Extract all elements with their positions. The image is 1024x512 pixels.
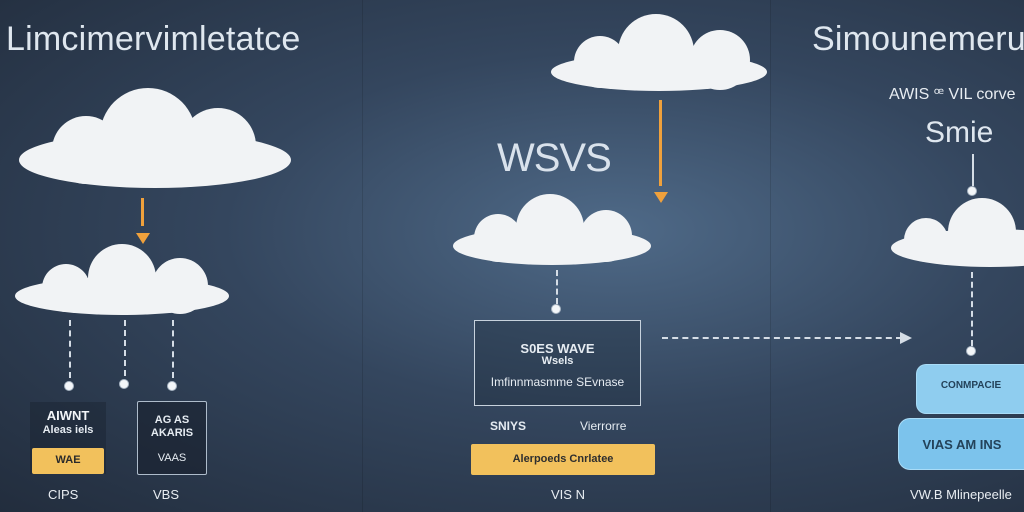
card-label: VIAS AM INS: [922, 437, 1002, 452]
box-caption: Vierrorre: [580, 419, 627, 433]
right-panel-subtitle: AWIS ꟹ VIL corve: [889, 86, 1016, 103]
arrow-down-icon: [659, 100, 662, 186]
card-caption: VBS: [153, 487, 180, 502]
panel-divider: [362, 0, 363, 512]
cloud-icon: [15, 244, 229, 315]
connector-line: [972, 154, 974, 186]
node-dot-icon: [167, 381, 177, 391]
cloud-icon: [891, 198, 1024, 267]
section-caption: VIS N: [551, 487, 585, 502]
cloud-icon: [453, 194, 651, 265]
arrow-right-icon: [662, 337, 902, 339]
section-heading: WSVS: [497, 136, 612, 180]
node-dot-icon: [967, 186, 977, 196]
action-button[interactable]: Alerpoeds Cnrlatee: [471, 444, 655, 475]
section-caption: VW.B Mlinepeelle: [910, 487, 1012, 502]
badge-label: WAE: [55, 454, 81, 466]
service-card[interactable]: VIAS AM INS: [898, 418, 1024, 470]
node-dot-icon: [966, 346, 976, 356]
box-label: Imfinnmasmme SEvnase: [490, 375, 625, 389]
cloud-icon: [19, 88, 291, 188]
service-card[interactable]: AIWNT Aleas iels WAE: [30, 402, 106, 474]
arrow-down-icon: [654, 192, 668, 203]
node-dot-icon: [119, 379, 129, 389]
card-label: CONMPACIE: [940, 380, 1002, 391]
left-panel-title: Limcimervimletatce: [6, 20, 301, 58]
card-label: AG AS: [154, 414, 190, 426]
cloud-icon: [551, 14, 767, 91]
connector-line: [69, 320, 71, 378]
card-caption: CIPS: [48, 487, 79, 502]
panel-divider: [770, 0, 771, 512]
status-badge: WAE: [32, 448, 104, 474]
connector-line: [556, 270, 558, 304]
card-label: AKARIS: [150, 427, 194, 439]
service-box[interactable]: S0ES WAVE Wsels Imfinnmasmme SEvnase: [474, 320, 641, 406]
connector-line: [971, 272, 973, 346]
node-dot-icon: [64, 381, 74, 391]
card-label: AIWNT: [46, 408, 90, 423]
box-label: Wsels: [541, 355, 574, 367]
arrow-down-icon: [141, 198, 144, 226]
box-label: S0ES WAVE: [520, 341, 595, 356]
box-caption: SNIYS: [490, 419, 527, 433]
button-label: Alerpoeds Cnrlatee: [512, 453, 614, 465]
section-heading: Smie: [925, 116, 994, 149]
connector-line: [124, 320, 126, 376]
right-panel-title: Simounemeru: [812, 20, 1024, 58]
arrow-right-icon: [900, 332, 912, 344]
arrow-down-icon: [136, 233, 150, 244]
card-label: Aleas iels: [42, 424, 94, 436]
node-dot-icon: [551, 304, 561, 314]
database-card[interactable]: CONMPACIE: [916, 364, 1024, 414]
service-card[interactable]: AG AS AKARIS VAAS: [137, 401, 207, 475]
card-label: VAAS: [157, 452, 187, 464]
connector-line: [172, 320, 174, 378]
